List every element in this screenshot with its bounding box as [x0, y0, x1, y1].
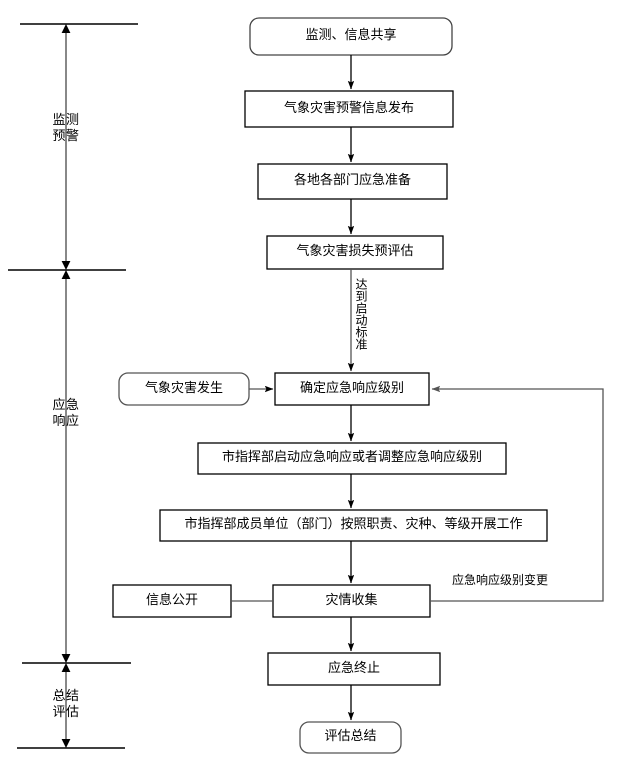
flow-connectors [231, 55, 604, 721]
node-shape-disaster-occurs[interactable] [118, 372, 250, 406]
node-shape-disaster-collect[interactable] [272, 584, 431, 618]
phase-scale [8, 23, 138, 749]
node-shape-monitor-share[interactable] [249, 17, 453, 56]
phase-arrow-down-summary [61, 739, 71, 748]
edge-label-trigger-standard: 达到启动标准 [354, 278, 368, 350]
node-shape-city-hq-start[interactable] [197, 442, 507, 475]
edge-feedback-level-change [430, 385, 604, 602]
node-shape-loss-preassess[interactable] [266, 235, 444, 270]
phase-arrow-up-summary [61, 663, 71, 672]
node-shape-emergency-end[interactable] [267, 652, 441, 686]
phase-arrow-up-response [61, 270, 71, 279]
phase-arrow-down-monitoring [61, 261, 71, 270]
node-shape-assess-summary[interactable] [299, 721, 402, 754]
phase-arrow-up-monitoring [61, 24, 71, 33]
node-shape-warning-release[interactable] [244, 90, 454, 128]
node-shape-dept-prepare[interactable] [257, 163, 448, 200]
node-shape-info-disclosure[interactable] [112, 584, 232, 618]
node-shape-determine-level[interactable] [274, 372, 430, 406]
node-shape-member-units-work[interactable] [159, 509, 548, 542]
phase-arrow-down-response [61, 654, 71, 663]
